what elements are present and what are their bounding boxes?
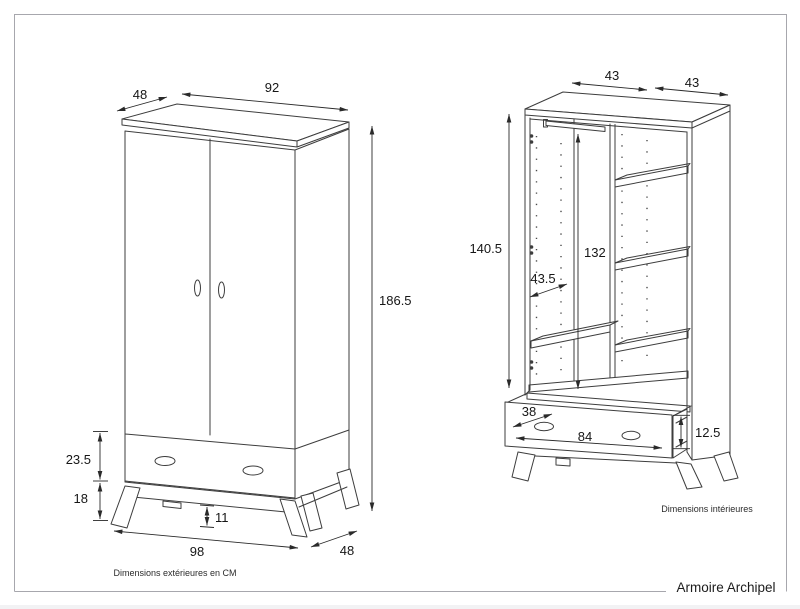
hanging-rod [545,120,606,132]
sheet-title: Armoire Archipel [676,580,775,595]
leg-back-right [713,451,739,482]
door-handle-left[interactable] [194,279,201,297]
hinge-icon [529,134,534,144]
bottom-front-rail [526,392,691,413]
hinge-icon [529,360,534,370]
leg-front-left [110,485,141,529]
base-rail-notch [555,457,571,467]
hinge-icon [529,245,534,255]
dim-drawer-width: 84 [578,429,592,444]
dim-drawer-depth: 38 [522,404,536,419]
shelf [614,328,691,353]
dim-interior-height: 140.5 [469,241,502,256]
wardrobe-side-face [294,128,350,500]
base-rail-notch [162,500,182,509]
dim-interior-depth: 43.5 [530,271,555,286]
door-handle-right[interactable] [218,281,225,299]
exterior-caption: Dimensions extérieures en CM [113,568,236,578]
dim-interior-right-width: 43 [685,75,699,90]
dim-drawer-height: 12.5 [695,425,720,440]
interior-dimensions: 43 43 140.5 132 43.5 38 84 12.5 [469,68,729,450]
wardrobe-exterior-drawing [110,103,360,538]
page-edge-shadow [0,605,800,609]
leg-back-right [336,468,360,510]
exterior-dimensions: 48 92 186.5 23.5 18 11 98 48 [66,80,412,559]
drawer-handle-right[interactable] [242,465,264,476]
dim-exterior-drawer-height: 23.5 [66,452,91,467]
leg-front-left [511,451,536,482]
dim-interior-hanging-height: 132 [584,245,606,260]
dim-exterior-top-width: 92 [265,80,279,95]
wardrobe-interior-drawing [504,91,739,490]
leg-back-mid [300,492,323,532]
shelf [614,163,691,188]
shelf [530,320,619,349]
drawer-bottom-edge [124,480,296,499]
sheet-border [14,14,787,592]
leg-front-right [675,461,703,490]
shelf [614,246,691,271]
drawer-top-edge [124,433,296,450]
interior-floor [528,370,689,393]
dim-exterior-top-depth: 48 [133,87,147,102]
leg-front-right [279,498,308,538]
dim-exterior-leg-height: 18 [74,491,88,506]
dim-exterior-base-clearance: 11 [215,510,229,525]
drawer-side-panel [672,408,688,459]
interior-caption: Dimensions intérieures [661,504,753,514]
dim-interior-left-width: 43 [605,68,619,83]
dim-exterior-base-width: 98 [190,544,204,559]
dim-exterior-height: 186.5 [379,293,412,308]
drawer-handle-left[interactable] [154,456,176,466]
dim-exterior-base-depth: 48 [340,543,354,558]
